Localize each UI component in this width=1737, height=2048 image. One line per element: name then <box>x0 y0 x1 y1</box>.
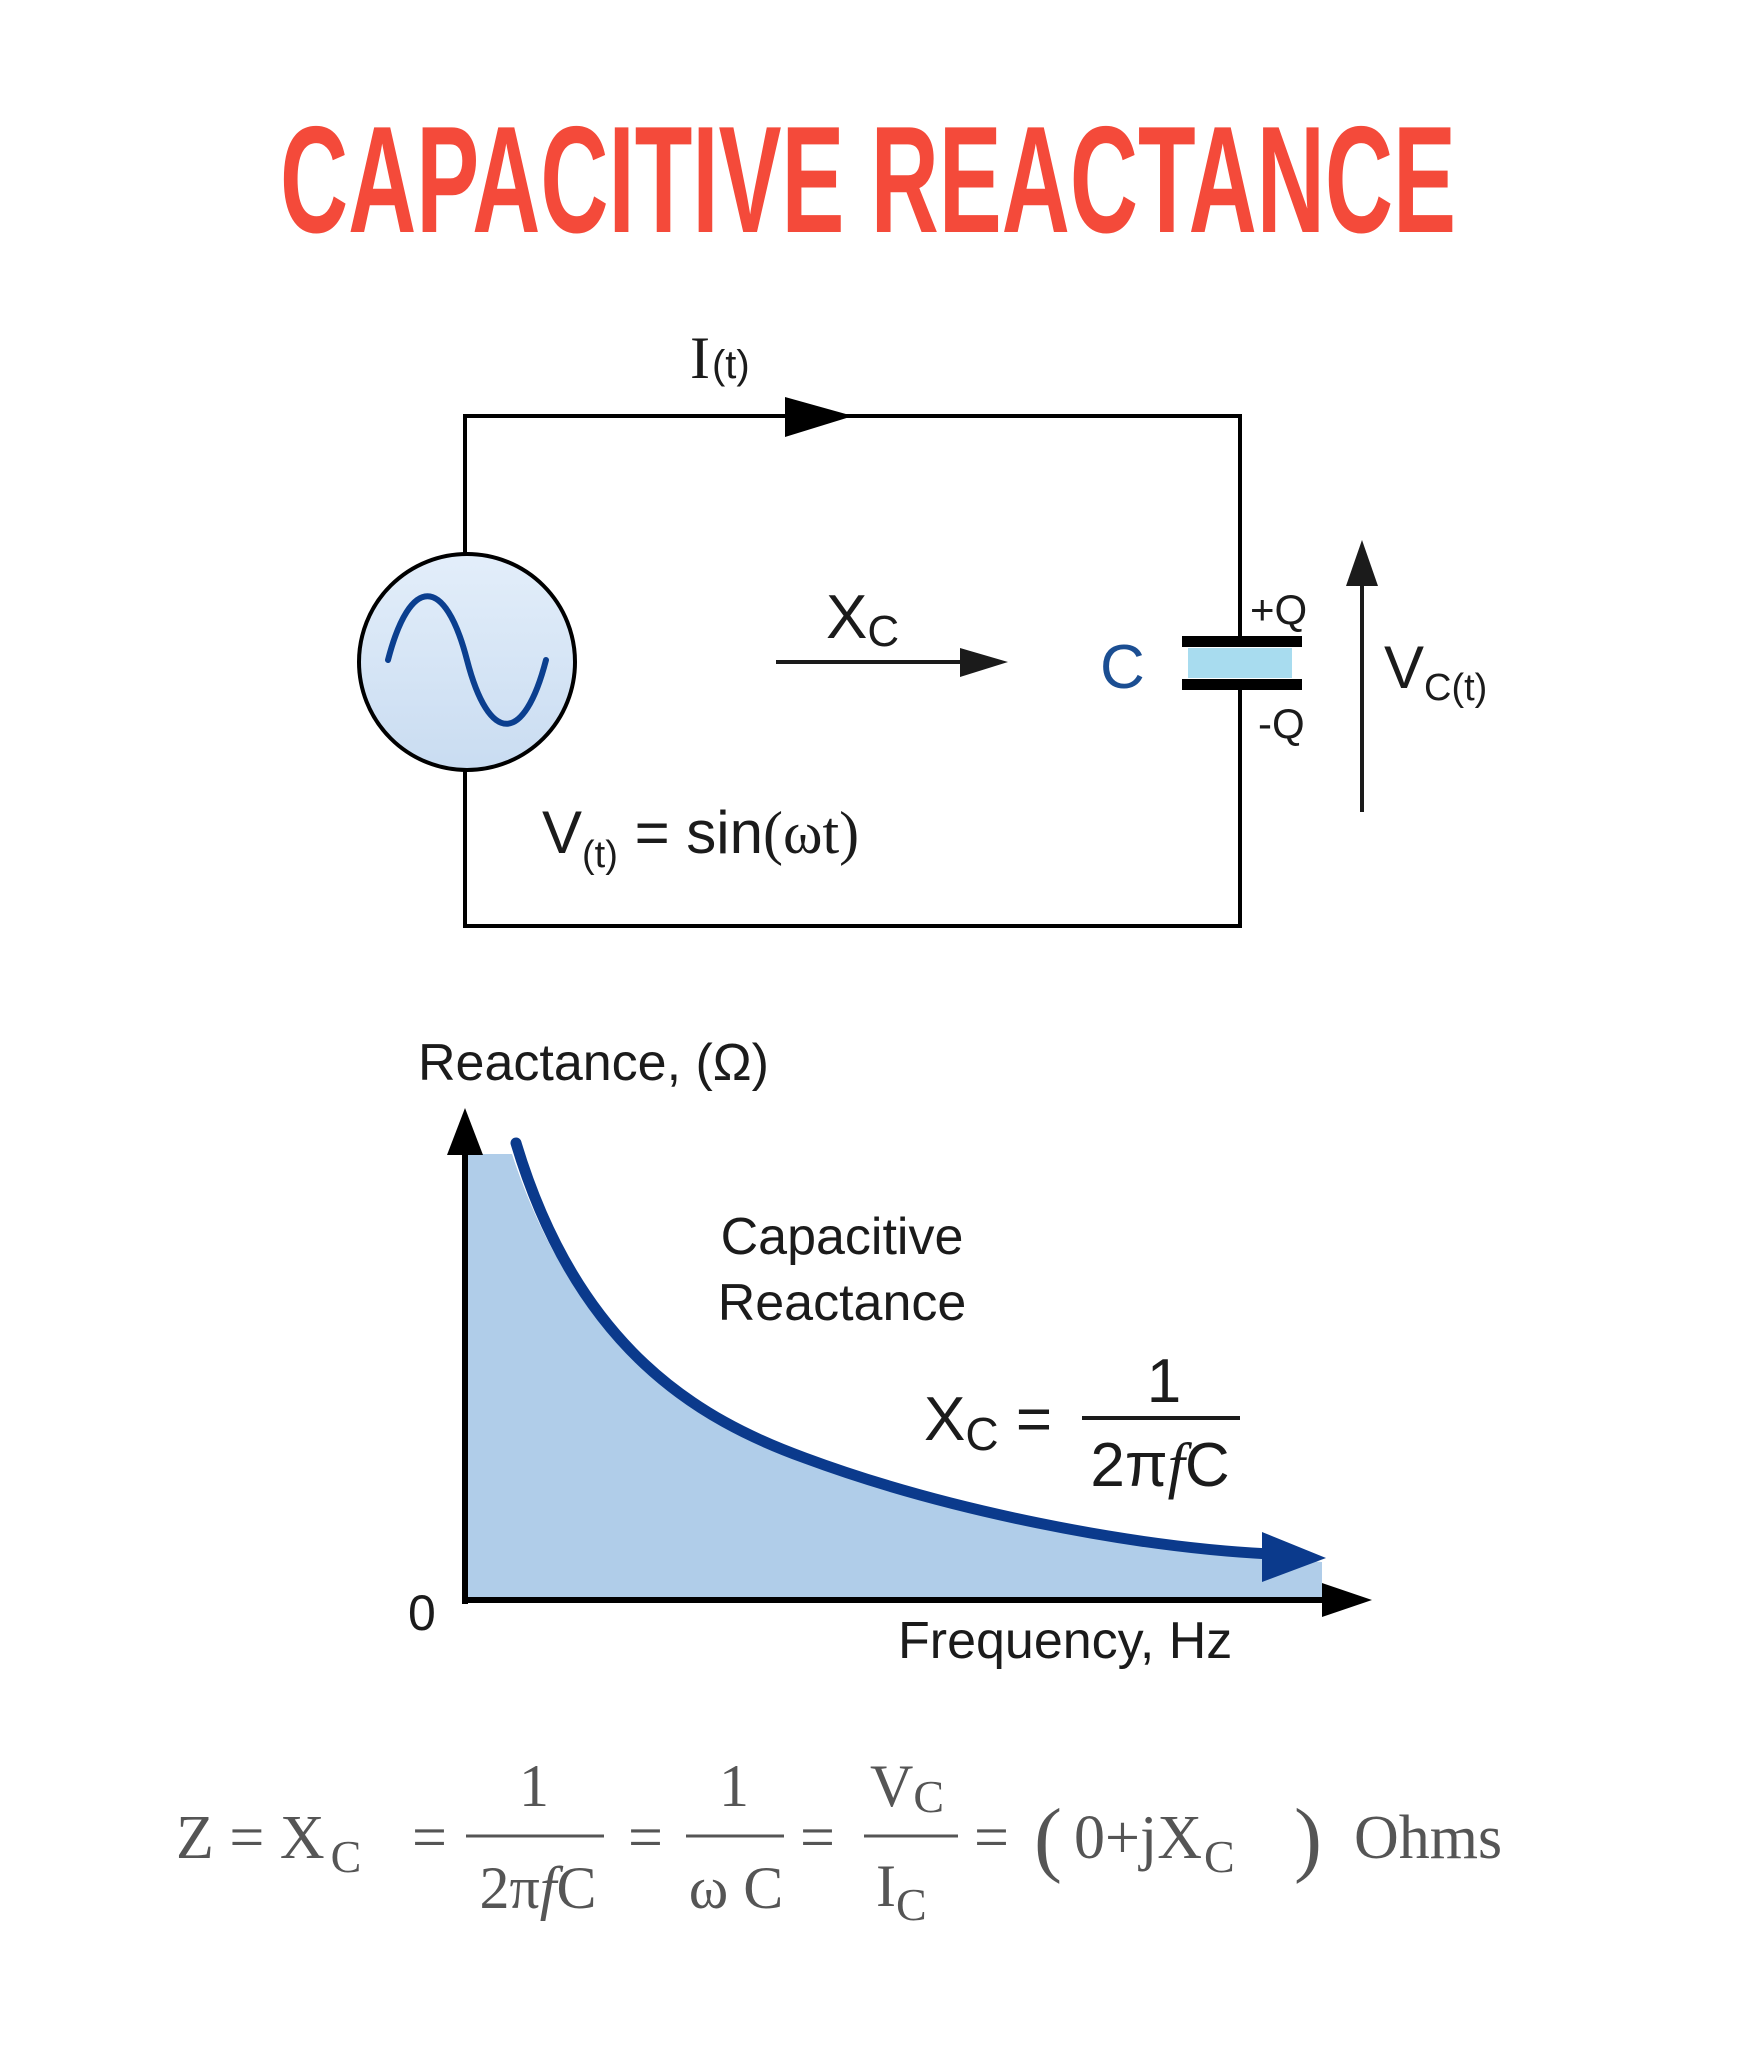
frac2-denominator: ω C <box>689 1855 784 1921</box>
plate-top-charge: +Q <box>1250 586 1307 633</box>
source-equation: V(t) = sin(ωt) <box>542 799 859 876</box>
open-paren: ( <box>1034 1792 1062 1885</box>
frac1-denominator: 2πfC <box>480 1855 597 1921</box>
cap-voltage-label: VC(t) <box>1384 634 1487 709</box>
capacitor-icon <box>1182 636 1302 690</box>
page-title: CAPACITIVE REACTANCE <box>280 95 1456 265</box>
reactance-area <box>465 1154 1322 1600</box>
circuit-wire-bottom <box>463 687 1242 928</box>
reactance-label: XC <box>826 583 899 656</box>
eq-sign-4: = <box>974 1804 1009 1872</box>
reactance-graph: Reactance, (Ω) Frequency, Hz 0 Capacitiv… <box>408 1034 1372 1670</box>
formula-numerator: 1 <box>1147 1347 1181 1416</box>
capacitor-plate-bottom <box>1182 679 1302 690</box>
curve-label-line1: Capacitive <box>721 1208 964 1266</box>
x-axis-arrow-icon <box>1322 1583 1372 1617</box>
close-paren: ) <box>1294 1792 1322 1885</box>
sine-wave-icon <box>385 593 549 727</box>
y-axis-label: Reactance, (Ω) <box>418 1034 769 1092</box>
capacitor-dielectric <box>1188 648 1292 678</box>
plate-bottom-charge: -Q <box>1258 700 1305 747</box>
frac3-numerator: VC <box>870 1753 944 1822</box>
reactance-formula: XC = 1 2πfC <box>924 1347 1240 1500</box>
circuit: I(t) XC V(t) = sin(ωt) C +Q -Q VC(t) <box>357 325 1487 928</box>
complex-form: 0+jXC <box>1074 1804 1235 1882</box>
eq-sign-3: = <box>800 1804 835 1872</box>
frac1-numerator: 1 <box>519 1753 549 1819</box>
curve-arrow-icon <box>1262 1532 1326 1582</box>
eq-sign-1: = <box>412 1804 447 1872</box>
eq-sign-2: = <box>628 1804 663 1872</box>
current-arrow-icon <box>785 397 853 437</box>
formula-lhs: XC = <box>924 1385 1052 1460</box>
reactance-arrow-icon <box>960 648 1008 677</box>
frac2-numerator: 1 <box>719 1753 749 1819</box>
reactance-curve <box>510 1137 1276 1560</box>
origin-label: 0 <box>408 1585 436 1641</box>
curve-label-line2: Reactance <box>718 1274 967 1332</box>
unit-ohms: Ohms <box>1354 1804 1502 1872</box>
y-axis-arrow-icon <box>447 1108 483 1155</box>
capacitor-label: C <box>1100 633 1145 702</box>
x-axis-label: Frequency, Hz <box>898 1612 1232 1670</box>
cap-voltage-arrow-icon <box>1346 540 1378 586</box>
formula-denominator: 2πfC <box>1090 1431 1229 1500</box>
frac3-denominator: IC <box>876 1853 927 1930</box>
capacitor-plate-top <box>1182 636 1302 647</box>
current-label: I(t) <box>690 325 750 391</box>
